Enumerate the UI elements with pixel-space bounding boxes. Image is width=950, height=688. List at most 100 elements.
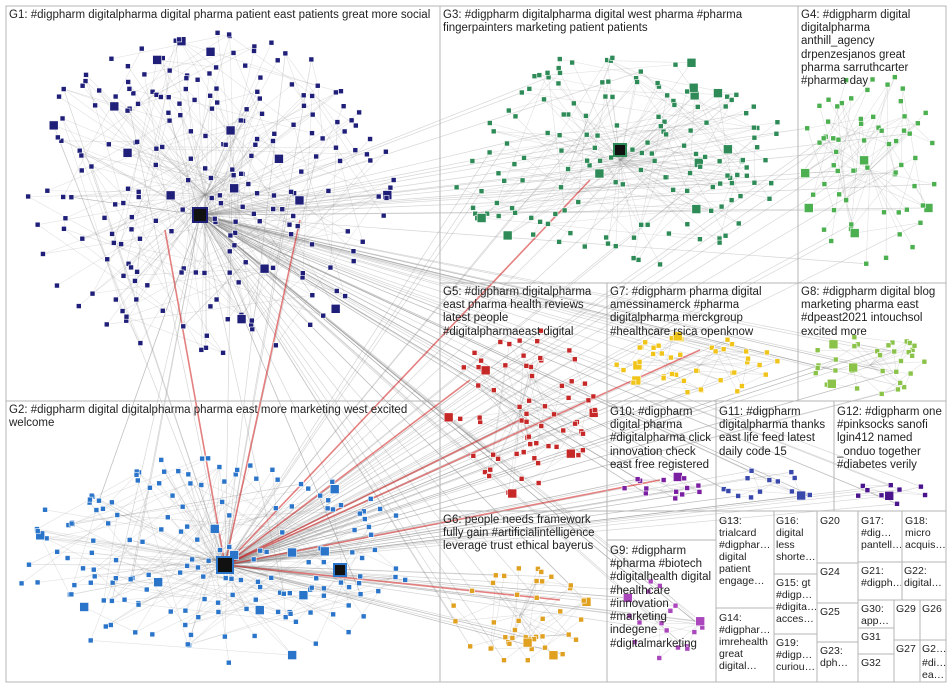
node-g3	[682, 143, 687, 148]
node-g1	[258, 75, 263, 80]
node-g3	[522, 155, 527, 160]
node-g2	[188, 632, 193, 637]
node-g3	[506, 108, 511, 113]
node-g6	[502, 658, 507, 663]
node-g3	[614, 123, 619, 128]
panel-G21	[858, 562, 902, 600]
node-g1	[310, 293, 315, 298]
node-g1	[76, 304, 81, 309]
node-g8	[878, 353, 883, 358]
node-g1	[208, 175, 213, 180]
node-g1	[77, 148, 82, 153]
node-g1	[208, 93, 213, 98]
node-g6	[453, 619, 458, 624]
node-g1	[384, 195, 389, 200]
node-g4	[850, 229, 859, 238]
node-g1	[225, 317, 230, 322]
node-g3	[658, 262, 663, 267]
node-g2	[81, 566, 86, 571]
node-g1	[342, 129, 347, 134]
node-g3	[735, 172, 740, 177]
node-g1	[93, 103, 98, 108]
node-g3	[725, 173, 730, 178]
node-g5	[576, 453, 581, 458]
node-g6	[560, 652, 565, 657]
node-g8	[852, 344, 857, 349]
node-g1	[351, 249, 356, 254]
node-g6	[510, 635, 515, 640]
node-g2	[289, 504, 294, 509]
node-g2	[186, 472, 191, 477]
node-g1	[135, 139, 140, 144]
node-g1	[271, 207, 276, 212]
node-g7	[614, 362, 619, 367]
node-g11	[797, 491, 806, 500]
node-g2	[394, 513, 399, 518]
node-g1	[240, 204, 245, 209]
node-g3	[755, 145, 760, 150]
node-g3	[774, 131, 779, 136]
node-g3	[704, 120, 709, 125]
edge	[225, 191, 481, 565]
edge	[159, 483, 215, 560]
node-g9	[692, 630, 697, 635]
node-g7	[669, 372, 674, 377]
node-g4	[826, 119, 831, 124]
node-g7	[721, 347, 726, 352]
node-g1	[188, 156, 193, 161]
node-g2	[69, 592, 74, 597]
node-g1	[55, 135, 60, 140]
node-g7	[732, 370, 737, 375]
node-g3	[545, 130, 550, 135]
node-g6	[523, 638, 532, 647]
node-g1	[26, 194, 31, 199]
node-g3	[639, 150, 644, 155]
node-g5	[542, 404, 547, 409]
node-g5	[532, 456, 537, 461]
node-g12	[923, 493, 928, 498]
node-g1	[139, 46, 144, 51]
node-g2	[273, 506, 278, 511]
panel-G16	[774, 511, 817, 574]
node-g3	[605, 241, 610, 246]
node-g4	[831, 163, 836, 168]
hub-edge	[165, 230, 225, 565]
node-g2	[201, 574, 206, 579]
node-g3	[592, 145, 597, 150]
node-g1	[132, 278, 137, 283]
node-g3	[665, 93, 670, 98]
node-g3	[631, 256, 636, 261]
node-g2	[91, 567, 96, 572]
node-g4	[864, 261, 869, 266]
node-g3	[744, 111, 749, 116]
node-g2	[80, 602, 89, 611]
node-g1	[153, 162, 158, 167]
edge	[882, 131, 896, 173]
node-g2	[264, 549, 269, 554]
node-g1	[300, 271, 305, 276]
node-g1	[125, 64, 130, 69]
node-g9	[623, 593, 632, 602]
node-g3	[503, 231, 512, 240]
node-g3	[587, 163, 592, 168]
node-g1	[289, 232, 294, 237]
node-g1	[299, 169, 304, 174]
node-g1	[231, 173, 236, 178]
hub-node	[193, 208, 207, 222]
node-g1	[110, 231, 115, 236]
node-g3	[630, 147, 635, 152]
node-g6	[539, 569, 544, 574]
node-g7	[661, 376, 666, 381]
node-g2	[165, 515, 170, 520]
hub-node	[217, 557, 233, 573]
node-g4	[821, 136, 826, 141]
node-g1	[123, 148, 132, 157]
edge	[318, 86, 323, 139]
node-g1	[136, 189, 141, 194]
node-g5	[538, 328, 543, 333]
node-g3	[556, 66, 561, 71]
node-g7	[685, 390, 690, 395]
panel-G14	[716, 608, 774, 682]
node-g1	[381, 213, 386, 218]
node-g5	[498, 339, 503, 344]
